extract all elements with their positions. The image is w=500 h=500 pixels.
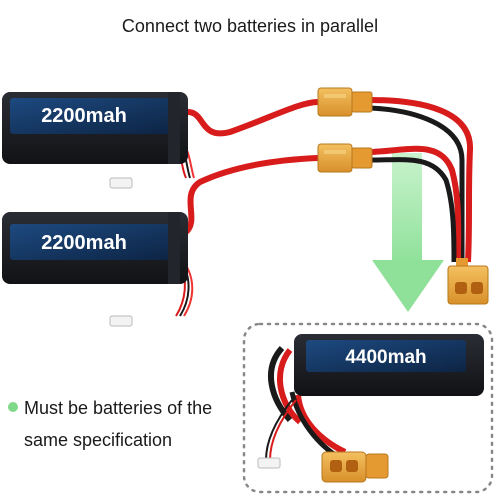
down-arrow-icon (372, 153, 444, 312)
connector-upper (317, 87, 373, 117)
battery-2-capacity-label: 2200mah (41, 232, 127, 254)
note-line-2: same specification (24, 430, 173, 450)
specification-note: Must be batteries of the same specificat… (8, 392, 212, 456)
note-line-1: Must be batteries of the (24, 398, 213, 418)
page-title: Connect two batteries in parallel (121, 16, 379, 36)
bullet-dot-icon (8, 402, 18, 413)
battery-2: 2200mah (2, 212, 188, 327)
result-frame (242, 322, 494, 494)
battery-1-capacity-label: 2200mah (41, 105, 127, 127)
output-connector (447, 258, 489, 305)
battery-1: 2200mah (2, 92, 188, 189)
battery-2-wires (175, 155, 321, 317)
combined-battery: 4400mah (294, 334, 484, 396)
combined-output-connector (321, 451, 389, 483)
connector-lower (317, 143, 373, 173)
combined-capacity-label: 4400mah (345, 347, 426, 368)
parallel-harness-wires (369, 97, 474, 263)
